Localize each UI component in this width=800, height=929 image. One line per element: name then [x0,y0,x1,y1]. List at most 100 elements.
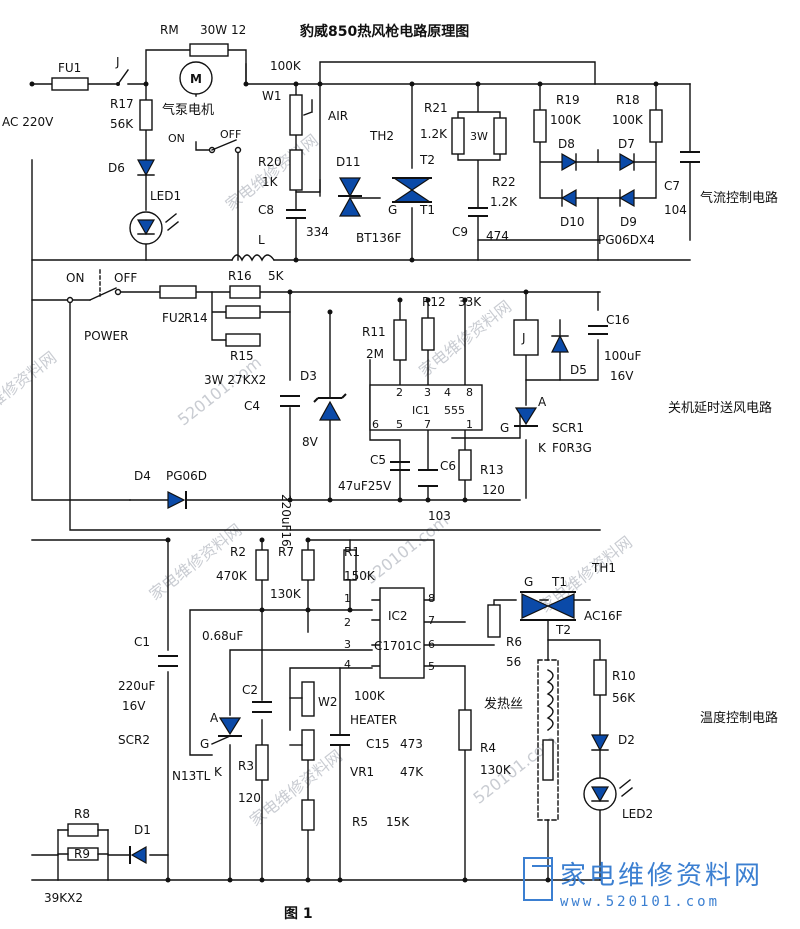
label-g-temp: G [524,575,533,589]
ic1-pin2: 2 [396,386,403,399]
component-labels: AC 220V FU1 J RM 30W 12 R17 56K 气泵电机 ON … [2,23,778,922]
switch-j [116,69,129,86]
label-c16-v: 16V [610,369,634,383]
label-d1: D1 [134,823,151,837]
label-c4-val: 220uF16 [279,494,293,547]
label-d10: D10 [560,215,585,229]
label-d6: D6 [108,161,125,175]
section-delay: 关机延时送风电路 [668,400,772,416]
scr-scr1 [514,407,538,427]
ic2-c1701c [379,587,425,679]
ic1-pin5: 5 [396,418,403,431]
label-scr1-g: G [500,421,509,435]
ic2-pin4: 4 [344,658,351,671]
led-led2 [583,777,633,811]
resistor-r4 [458,709,472,751]
section-airflow: 气流控制电路 [700,190,778,206]
label-w2: W2 [318,695,338,709]
figure-label: 图 1 [284,906,313,922]
label-cap068: 0.68uF [202,629,243,643]
label-r22-val: 1.2K [490,195,518,209]
label-d3-val: 8V [302,435,319,449]
capacitor-c5 [390,461,410,471]
label-d11: D11 [336,155,361,169]
label-c15-val: 473 [400,737,423,751]
label-c6-val: 103 [428,509,451,523]
label-r20-val: 1K [262,175,279,189]
label-d4: D4 [134,469,151,483]
label-c7-val: 104 [664,203,687,217]
resistor-r21 [451,117,507,155]
label-r7-val: 130K [270,587,302,601]
label-rm: RM [160,23,179,37]
label-motor-name: 气泵电机 [162,102,214,118]
ic1-pin7: 7 [424,418,431,431]
label-r21-val: 1.2K [420,127,448,141]
label-r1: R1 [344,545,360,559]
capacitor-c15 [330,734,350,746]
resistor-r17 [139,99,153,131]
label-c6: C6 [440,459,456,473]
label-r13-val: 120 [482,483,505,497]
label-c1-v: 16V [122,699,146,713]
label-r3: R3 [238,759,254,773]
label-r5-val: 15K [386,815,410,829]
label-r21: R21 [424,101,448,115]
label-r4-val: 130K [480,763,512,777]
label-d2: D2 [618,733,635,747]
label-g-air: G [388,203,397,217]
resistor-r18 [649,109,663,143]
label-d5: D5 [570,363,587,377]
capacitor-c1 [158,655,178,667]
watermark-text: 家电维修资料网 [536,532,636,616]
label-r11-val: 2M [366,347,384,361]
ic2-pin6: 6 [428,638,435,651]
label-c9: C9 [452,225,468,239]
resistor-r11 [393,319,407,361]
diagram-title: 豹威850热风枪电路原理图 [299,23,469,40]
label-t1-air: T1 [419,203,435,217]
label-scr2: SCR2 [118,733,150,747]
label-heating-wire: 发热丝 [484,696,523,712]
led-d6 [137,159,155,177]
label-w1: W1 [262,89,282,103]
label-l: L [258,233,265,247]
label-d8: D8 [558,137,575,151]
scr-scr2 [211,717,242,745]
fuse-fu1 [51,77,89,91]
potentiometer-w1 [289,94,313,136]
ic2-pin5: 5 [428,660,435,673]
resistor-rm [189,43,229,57]
label-scr1-a: A [538,395,547,409]
label-r6-val: 56 [506,655,521,669]
label-r20: R20 [258,155,282,169]
delay-section-wires [31,291,601,531]
ic2-pin3: 3 [344,638,351,651]
label-led1: LED1 [150,189,181,203]
ic1-pin4: 4 [444,386,451,399]
label-r16-val: 5K [268,269,285,283]
diode-d4 [167,491,187,509]
label-3w: 3W [470,130,488,143]
motor-symbol: M [190,72,202,86]
watermark-text: 家电维修资料网 [145,520,245,604]
diode-d1 [129,845,147,865]
label-r2-val: 470K [216,569,248,583]
ic2-part: C1701C [374,639,421,653]
label-vr1: VR1 [350,765,374,779]
label-d4-part: PG06D [166,469,207,483]
resistor-r13 [458,449,472,481]
section-temp: 温度控制电路 [700,710,778,726]
label-r9: R9 [74,847,90,861]
logo-text: 家电维修资料网 [560,861,763,891]
label-vr1-val: 47K [400,765,424,779]
resistor-r5 [301,799,315,831]
label-t1-temp: T1 [551,575,567,589]
ic1-pin1: 1 [466,418,473,431]
label-r19-val: 100K [550,113,582,127]
ic1-pin6: 6 [372,418,379,431]
label-r13: R13 [480,463,504,477]
capacitor-c8 [286,209,306,219]
